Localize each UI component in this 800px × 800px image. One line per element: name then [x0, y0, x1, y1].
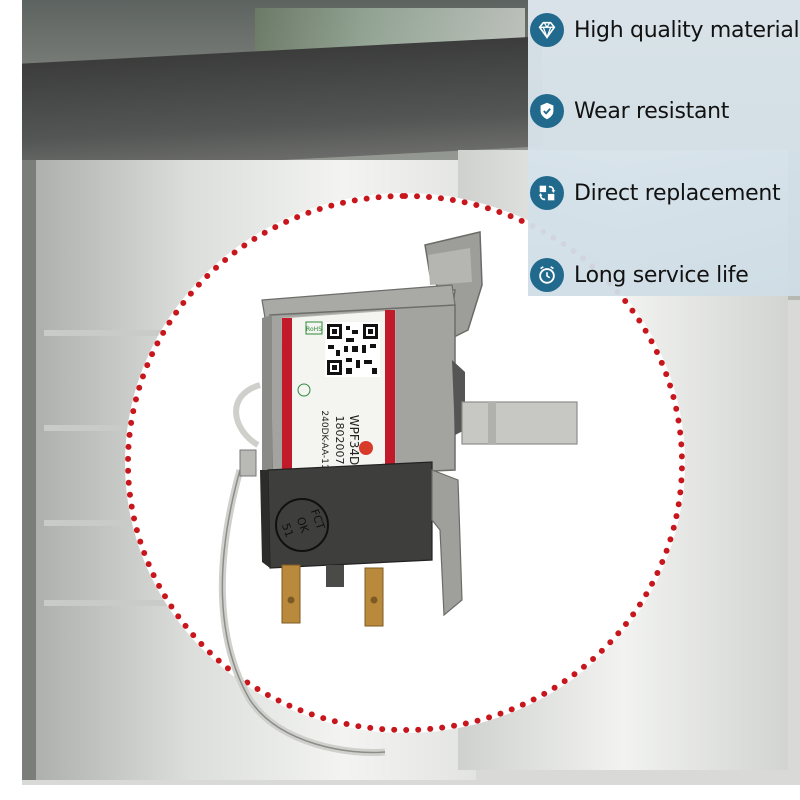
label-model: WPF34D	[347, 415, 361, 466]
feature-label: Long service life	[574, 262, 749, 288]
feature-high-quality-material: High quality material	[528, 5, 800, 55]
stamp-line-3: 51	[279, 522, 296, 540]
clock-icon	[530, 258, 564, 292]
feature-wear-resistant: Wear resistant	[528, 86, 800, 136]
feature-label: Direct replacement	[574, 180, 781, 206]
feature-label: High quality material	[574, 17, 800, 43]
label-rating: 240DK-AA-11	[319, 410, 329, 469]
replace-arrows-icon	[530, 176, 564, 210]
left-margin	[0, 0, 22, 800]
bottom-margin	[0, 785, 800, 800]
qr-code	[325, 322, 380, 377]
feature-direct-replacement: Direct replacement	[528, 168, 800, 218]
features-panel	[528, 0, 800, 296]
diamond-icon	[530, 13, 564, 47]
rohs-mark: RoHS	[306, 326, 322, 333]
label-code: 1802007	[333, 416, 346, 465]
feature-long-service-life: Long service life	[528, 250, 800, 300]
stamp-line-2: OK	[294, 515, 312, 535]
shield-check-icon	[530, 94, 564, 128]
feature-label: Wear resistant	[574, 98, 730, 124]
